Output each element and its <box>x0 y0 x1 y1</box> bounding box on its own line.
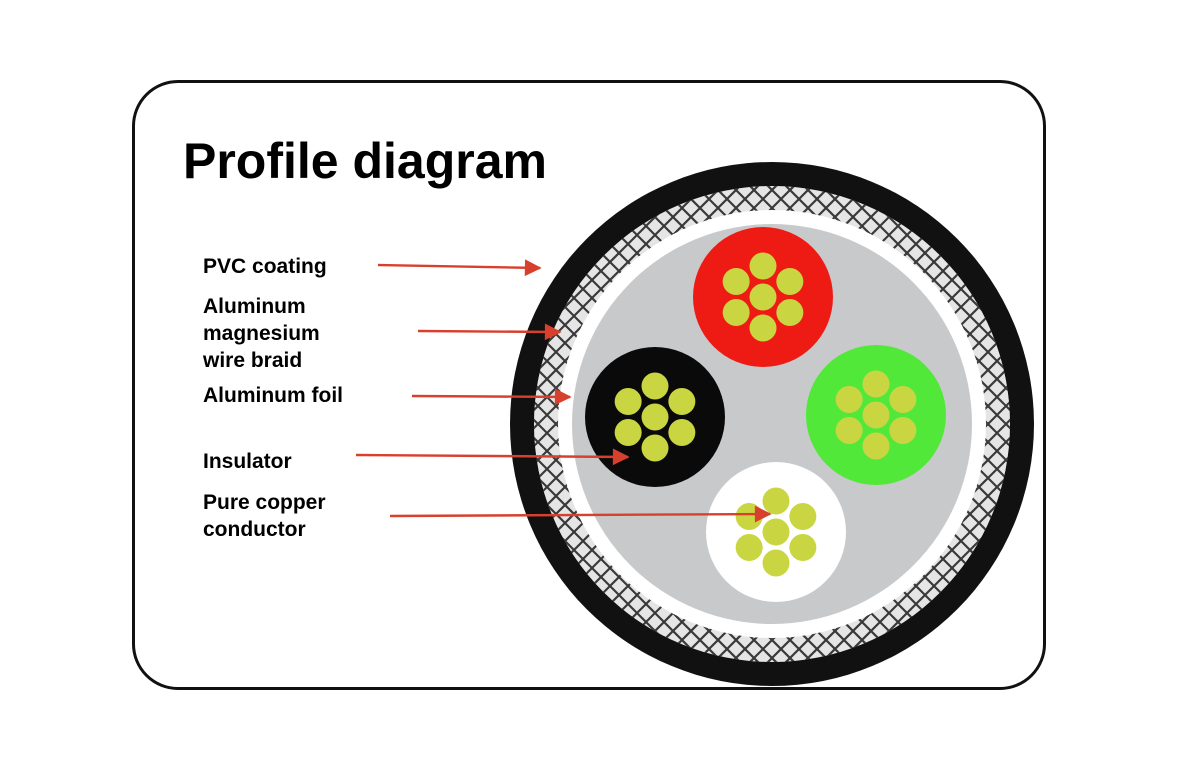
braid-wire <box>777 186 1010 662</box>
braid-wire <box>534 186 749 662</box>
braid-wire <box>534 186 551 662</box>
braid-wire <box>795 186 1010 662</box>
arrow-pvc-coating <box>377 259 542 277</box>
braid-wire <box>0 124 532 724</box>
braid-wire <box>1012 124 1200 724</box>
core-black <box>585 347 725 487</box>
label-aluminum-foil: Aluminum foil <box>203 384 343 407</box>
braid-wire <box>534 186 587 662</box>
copper-strand <box>889 417 917 444</box>
copper-strand <box>762 487 790 515</box>
copper-strand <box>614 419 642 446</box>
braid-wire <box>759 186 1010 662</box>
copper-strand <box>862 370 890 398</box>
copper-strand <box>749 283 777 311</box>
braid-wire <box>759 186 1010 662</box>
filler <box>572 224 972 624</box>
copper-strand <box>735 503 763 530</box>
label-braid-line1: Aluminum <box>203 295 306 318</box>
copper-strand <box>776 299 804 326</box>
braid-wire <box>0 124 532 724</box>
arrow-conductor <box>389 505 772 523</box>
copper-strand <box>668 419 696 446</box>
copper-strand <box>835 417 863 444</box>
copper-strand <box>835 386 863 413</box>
copper-strand <box>641 434 669 462</box>
copper-strand <box>776 268 804 295</box>
braid-wire <box>534 186 569 662</box>
braid-wire <box>534 186 785 662</box>
core-red <box>693 227 833 367</box>
label-pvc-coating: PVC coating <box>203 255 327 278</box>
arrow-aluminum-foil <box>411 388 572 406</box>
braid-wire <box>795 186 1010 662</box>
braid-wire <box>534 186 569 662</box>
braid-wire <box>534 186 587 662</box>
copper-strand <box>668 388 696 415</box>
copper-strand <box>749 252 777 280</box>
copper-strand <box>762 549 790 577</box>
copper-strand <box>862 432 890 460</box>
copper-strand <box>862 401 890 429</box>
braid-wire <box>534 186 551 662</box>
label-conductor-line1: Pure copper <box>203 491 326 514</box>
arrow-braid <box>417 323 562 341</box>
core-green <box>806 345 946 485</box>
braid-wire <box>534 186 767 662</box>
label-insulator: Insulator <box>203 450 292 473</box>
braid-wire <box>534 186 767 662</box>
braid-wire <box>1012 124 1200 724</box>
copper-strand <box>789 534 817 561</box>
arrow-insulator <box>355 448 630 466</box>
copper-strand <box>735 534 763 561</box>
copper-strand <box>722 299 750 326</box>
copper-strand <box>789 503 817 530</box>
copper-strand <box>614 388 642 415</box>
label-braid-line2: magnesium <box>203 322 320 345</box>
copper-strand <box>749 314 777 342</box>
label-braid-line3: wire braid <box>203 349 303 372</box>
copper-strand <box>762 518 790 546</box>
core-white <box>706 462 846 602</box>
copper-strand <box>641 403 669 431</box>
diagram-title: Profile diagram <box>183 133 547 189</box>
copper-strand <box>722 268 750 295</box>
braid-wire <box>534 186 749 662</box>
label-conductor-line2: conductor <box>203 518 306 541</box>
braid-wire <box>777 186 1010 662</box>
copper-strand <box>889 386 917 413</box>
copper-strand <box>641 372 669 400</box>
braid-wire <box>534 186 785 662</box>
